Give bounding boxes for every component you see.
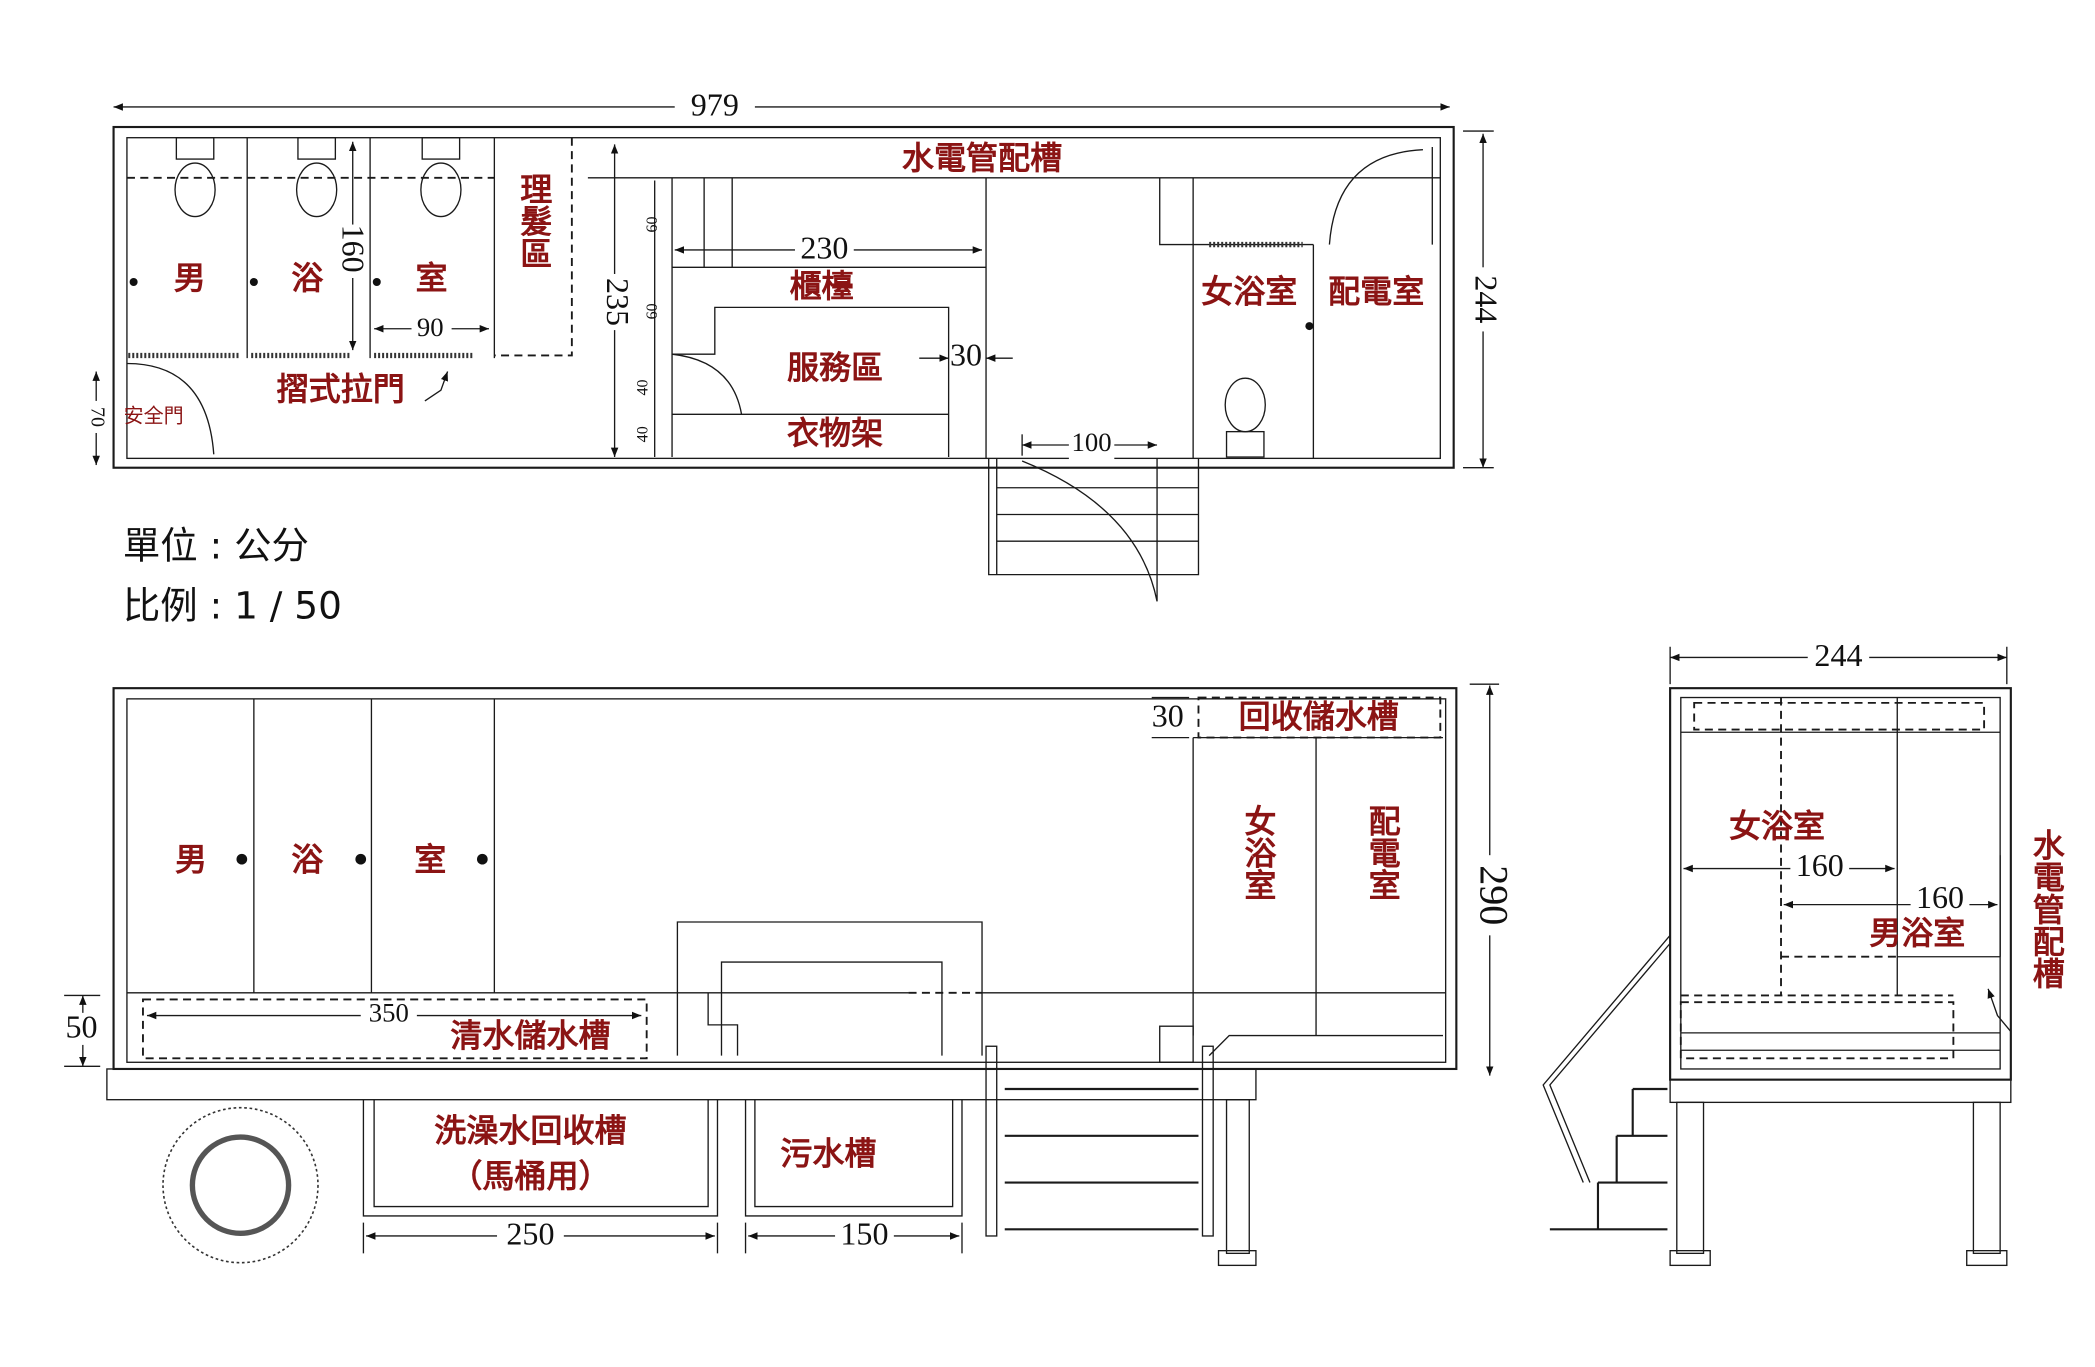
counter-label: 櫃檯 — [790, 267, 854, 305]
dim-cubicle-width: 90 — [417, 312, 444, 342]
toilet-icon — [174, 137, 216, 218]
scale-note: 比例 : 1 / 50 — [123, 584, 342, 628]
pipe-slot-label: 水電管配槽 — [2028, 828, 2066, 988]
dim-exit: 70 — [87, 407, 109, 427]
mens-bath-label: 浴 — [291, 259, 324, 297]
support-leg — [1225, 1099, 1250, 1255]
top-plan-view: 979 水電管配槽 男 浴 室 160 90 理髮區 摺式拉門 安全門 — [85, 87, 1505, 602]
support-leg — [1676, 1101, 1705, 1255]
dim-door: 100 — [1072, 427, 1112, 457]
wardrobe-label: 衣物架 — [787, 414, 883, 452]
dim-sewage: 150 — [840, 1216, 888, 1252]
dim-small: 60 — [644, 217, 661, 233]
dim-height: 290 — [1472, 865, 1517, 925]
dim-small: 60 — [644, 303, 661, 319]
pipe-slot-label: 水電管配槽 — [902, 139, 1062, 177]
emergency-door-label: 安全門 — [124, 403, 184, 427]
door-handle-icon — [129, 277, 138, 287]
womens-bath-label: 女浴室 — [1239, 804, 1277, 901]
sewage-tank — [744, 1099, 963, 1217]
bath-recycle-note: （馬桶用） — [450, 1157, 610, 1195]
mens-bath-label: 室 — [416, 259, 448, 297]
bath-recycle-tank — [362, 1099, 719, 1217]
dim-womens-width: 160 — [1796, 847, 1844, 883]
electrical-room-label: 配電室 — [1328, 273, 1424, 311]
dim-bath-tank: 250 — [506, 1216, 554, 1252]
end-elevation-view: 244 女浴室 160 160 男浴室 水電管配槽 — [1542, 637, 2066, 1267]
emergency-door-swing — [126, 362, 215, 455]
fresh-tank-label: 清水儲水槽 — [450, 1017, 610, 1055]
door-handle-icon — [1305, 322, 1314, 331]
door-handle-icon — [249, 277, 258, 287]
mens-bath-label: 室 — [414, 840, 446, 878]
dim-mens-width: 160 — [1916, 879, 1964, 915]
support-leg — [1972, 1101, 2001, 1255]
dim-width: 244 — [1469, 275, 1505, 323]
womens-bath-label: 女浴室 — [1729, 807, 1825, 845]
dim-counter: 230 — [800, 230, 848, 266]
mens-bath-label: 浴 — [291, 840, 324, 878]
toilet-icon — [420, 137, 462, 218]
electrical-room-label: 配電室 — [1364, 804, 1402, 900]
bath-recycle-tank-label: 洗澡水回收槽 — [434, 1112, 626, 1150]
toilet-icon — [1224, 377, 1266, 458]
side-elevation-view: 男 浴 室 350 清水儲水槽 50 回收儲水槽 30 女浴室 配電室 290 — [58, 683, 1517, 1267]
stairs — [1549, 1087, 1668, 1231]
unit-note: 單位 : 公分 — [123, 523, 309, 567]
dim-inner-height: 235 — [600, 278, 636, 326]
dim-fresh-tank: 350 — [369, 998, 409, 1028]
chassis-beam — [106, 1068, 1257, 1101]
toilet-icon — [295, 137, 338, 218]
dim-recycle: 30 — [1152, 697, 1184, 733]
door-handle-icon — [355, 853, 367, 865]
mens-bath-label: 男浴室 — [1869, 914, 1965, 952]
dim-small: 40 — [635, 380, 652, 396]
dim-small: 40 — [635, 426, 652, 442]
door-handle-icon — [236, 853, 248, 865]
mens-bath-label: 男 — [174, 259, 206, 297]
outer-wall — [112, 125, 1455, 469]
dim-length: 979 — [691, 87, 739, 123]
dim-end-width: 244 — [1814, 637, 1862, 673]
door-handle-icon — [372, 277, 381, 287]
mens-bath-label: 男 — [175, 840, 207, 878]
wheel-icon — [162, 1106, 319, 1264]
barber-label: 理髮區 — [515, 172, 553, 268]
handrail — [1542, 934, 1671, 1183]
electrical-door-swing — [1328, 147, 1433, 245]
dim-floor: 50 — [65, 1009, 97, 1045]
dim-gap: 30 — [950, 337, 982, 373]
entrance-door-swing — [1021, 458, 1158, 602]
service-area-label: 服務區 — [787, 349, 883, 387]
recycle-tank-label: 回收儲水槽 — [1239, 697, 1399, 735]
folding-door-label: 摺式拉門 — [277, 370, 405, 408]
dim-cubicle-depth: 160 — [336, 225, 372, 273]
sewage-tank-label: 污水槽 — [780, 1134, 876, 1172]
door-handle-icon — [476, 853, 488, 865]
door-swing — [671, 353, 743, 415]
womens-bath-label: 女浴室 — [1201, 273, 1297, 311]
